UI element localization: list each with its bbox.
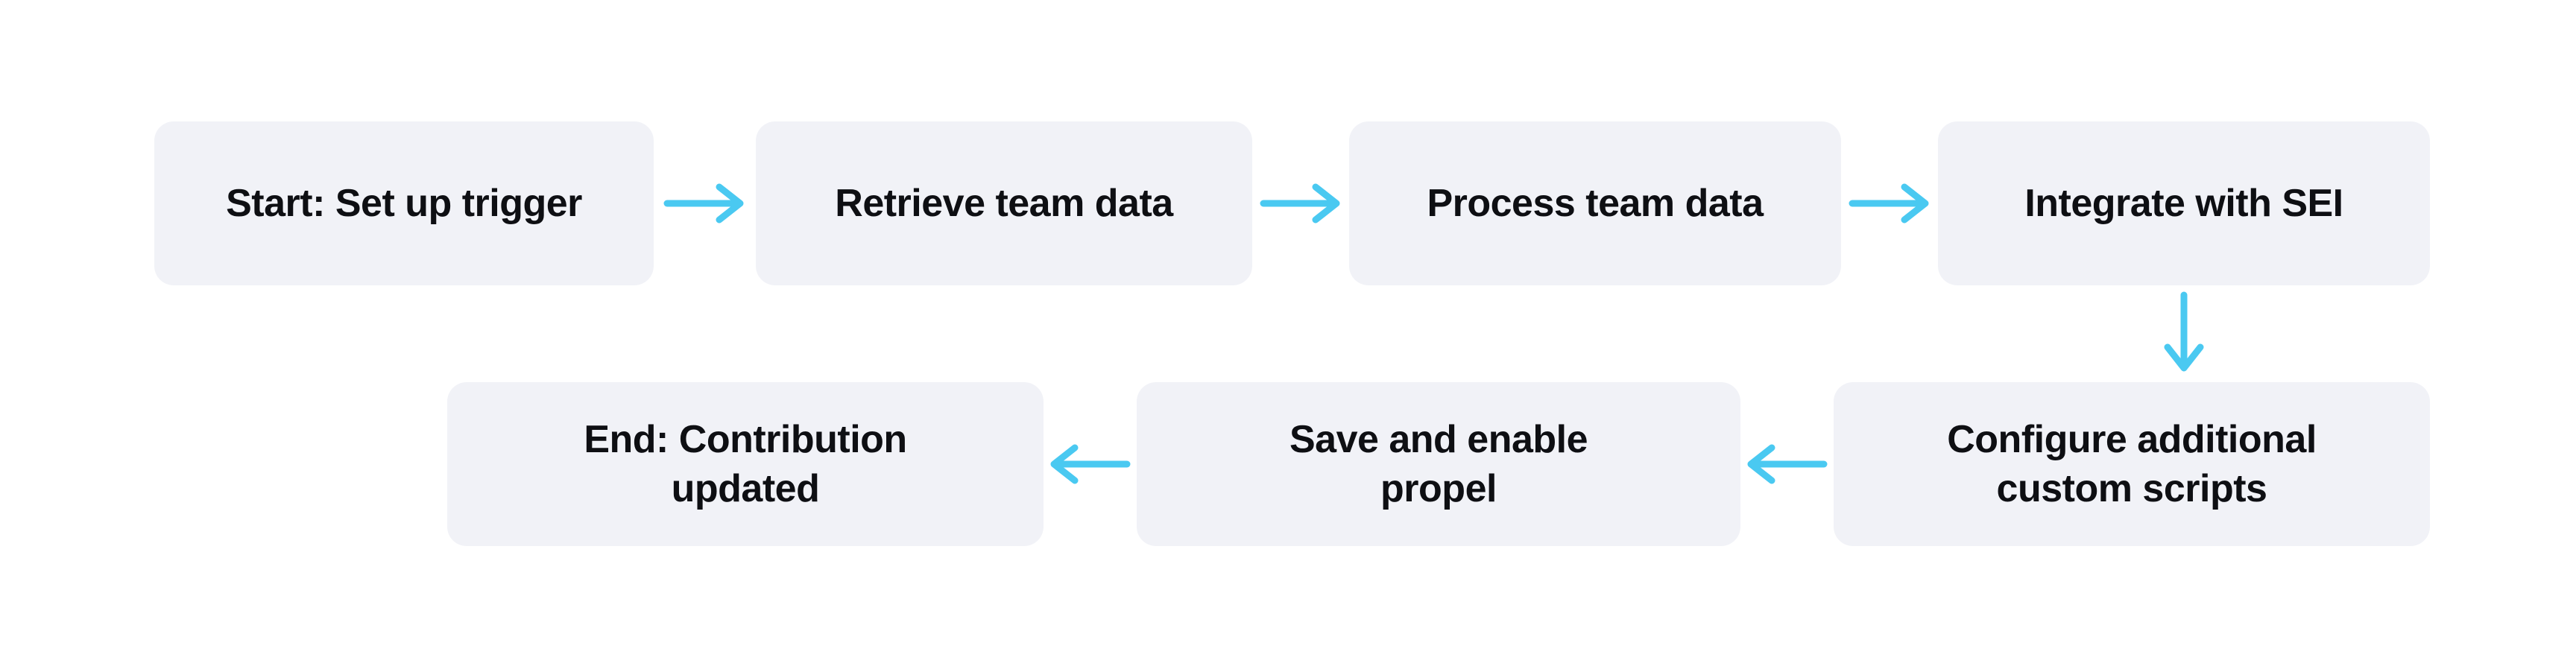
node-configure-label: Configure additional custom scripts <box>1947 417 2317 510</box>
node-save-and-enable-propel: Save and enable propel <box>1137 382 1740 546</box>
node-end: End: Contribution updated <box>447 382 1044 546</box>
node-configure-custom-scripts: Configure additional custom scripts <box>1834 382 2430 546</box>
node-retrieve-team-data: Retrieve team data <box>756 121 1252 285</box>
node-integrate-with-sei: Integrate with SEI <box>1938 121 2430 285</box>
node-save-label: Save and enable propel <box>1289 417 1588 510</box>
arrow-right-icon <box>1260 183 1342 224</box>
node-end-label: End: Contribution updated <box>584 417 907 510</box>
arrow-left-icon <box>1746 443 1828 485</box>
node-process-team-data: Process team data <box>1349 121 1841 285</box>
arrow-down-icon <box>2163 291 2205 376</box>
node-start-label: Start: Set up trigger <box>226 181 582 225</box>
node-retrieve-label: Retrieve team data <box>835 181 1173 225</box>
node-start: Start: Set up trigger <box>154 121 654 285</box>
arrow-right-icon <box>663 183 745 224</box>
arrow-right-icon <box>1849 183 1931 224</box>
node-integrate-label: Integrate with SEI <box>2024 181 2343 225</box>
node-process-label: Process team data <box>1427 181 1764 225</box>
arrow-left-icon <box>1049 443 1131 485</box>
